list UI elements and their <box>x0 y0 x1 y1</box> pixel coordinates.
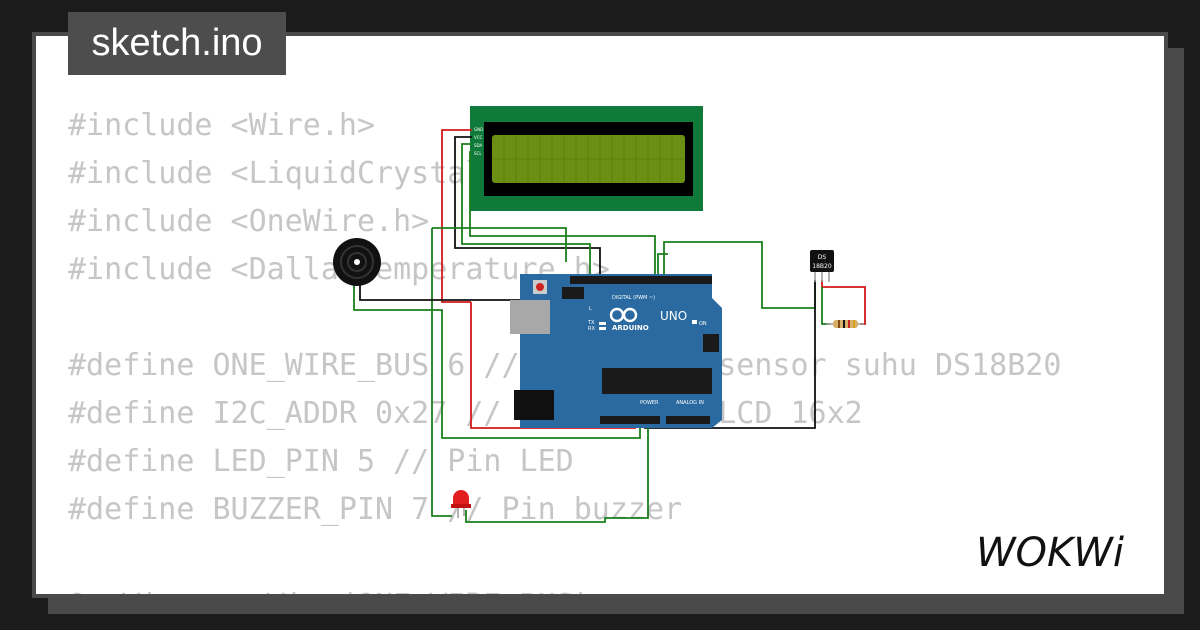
buzzer[interactable] <box>333 238 381 286</box>
power-label: POWER <box>640 400 659 406</box>
arduino-uno-board[interactable]: DIGITAL (PWM ~) UNO ARDUINO ON TX RX L P… <box>510 274 722 428</box>
sensor-label-line2: 18B20 <box>812 263 832 270</box>
lcd-pin-sda: SDA <box>474 143 483 148</box>
board-brand-label: ARDUINO <box>612 324 649 332</box>
wokwi-logo-text: WOKWi <box>976 530 1124 576</box>
on-led-label: ON <box>699 321 707 327</box>
red-led[interactable] <box>451 490 471 518</box>
lcd-pin-scl: SCL <box>474 151 482 156</box>
resistor[interactable] <box>826 320 864 328</box>
code-line: #define LED_PIN 5 // Pin LED <box>68 444 574 479</box>
lcd-pin-gnd: GND <box>474 127 483 132</box>
l-led-label: L <box>589 306 592 312</box>
file-name-tab[interactable]: sketch.ino <box>68 12 286 75</box>
rx-label: RX <box>588 326 595 332</box>
code-line: #include <Wire.h> <box>68 108 376 143</box>
tx-label: TX <box>587 320 595 326</box>
analog-label: ANALOG IN <box>676 400 704 406</box>
board-model-label: UNO <box>660 309 687 323</box>
digital-header-label: DIGITAL (PWM ~) <box>612 295 655 301</box>
code-line: #include <OneWire.h> <box>68 204 430 239</box>
sensor-label-line1: DS <box>818 254 827 261</box>
lcd-display[interactable]: GND VCC SDA SCL <box>470 106 703 211</box>
code-line: OneWire oneWire(ONE_WIRE_BUS); <box>68 586 610 594</box>
wokwi-logo[interactable]: WOKWi <box>976 528 1152 576</box>
lcd-pin-vcc: VCC <box>474 135 483 140</box>
ds18b20-sensor[interactable]: DS 18B20 <box>810 250 834 282</box>
